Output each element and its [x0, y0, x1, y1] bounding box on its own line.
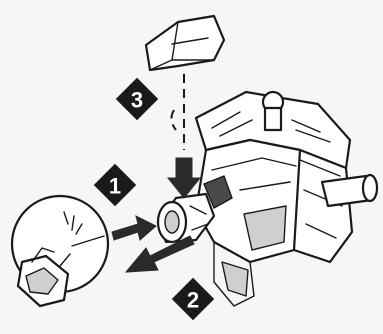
- magnified-detail-circle: [12, 196, 108, 306]
- step-number-3: 3: [131, 88, 143, 113]
- arrow-step2: [126, 236, 194, 272]
- step-badge-1: 1: [94, 164, 136, 206]
- insertion-path-step3: [171, 74, 184, 150]
- step-badge-3: 3: [116, 78, 158, 120]
- cover-part: [146, 16, 224, 70]
- arrow-step1: [112, 216, 156, 240]
- step-number-2: 2: [187, 288, 199, 313]
- step-number-1: 1: [109, 174, 121, 199]
- step-badge-2: 2: [172, 278, 214, 320]
- robot-torso: [158, 92, 377, 306]
- arrow-step3: [168, 158, 200, 198]
